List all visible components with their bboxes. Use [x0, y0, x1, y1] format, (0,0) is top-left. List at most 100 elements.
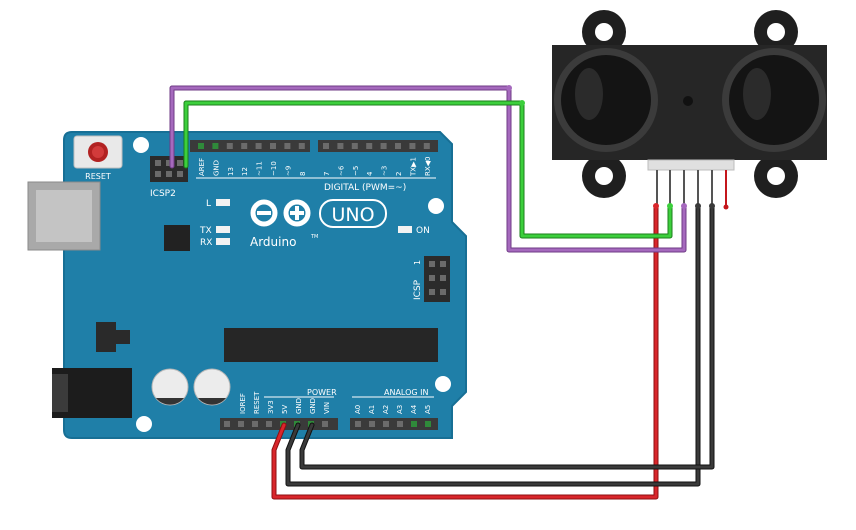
pin-label: ~3	[381, 166, 389, 176]
digital-header	[190, 140, 438, 152]
rx-led	[216, 238, 230, 245]
pin-hole	[337, 143, 344, 149]
distance-sensor	[552, 10, 827, 210]
power-pin-labels: IOREF RESET 3V3 5V GND GND VIN	[239, 391, 331, 414]
power-label: POWER	[307, 388, 337, 397]
icsp2-header	[150, 156, 188, 182]
uno-label: UNO	[331, 204, 374, 226]
pin-label: VIN	[323, 402, 331, 414]
pin-hole	[425, 421, 431, 427]
pin-label: RX◀0	[424, 157, 432, 177]
usb-connector	[27, 181, 101, 251]
arduino-trademark: TM	[310, 234, 318, 240]
pin-label: 8	[299, 172, 307, 176]
pin-label: 3V3	[267, 400, 275, 414]
pin-label: 4	[366, 171, 374, 176]
pin-label: ~5	[352, 166, 360, 176]
pin-hole	[266, 421, 272, 427]
pin-label: 12	[241, 167, 249, 176]
pin-hole	[270, 143, 276, 149]
pin-label: ~11	[256, 161, 264, 176]
pin-label: TX▶1	[409, 157, 417, 177]
pin-label: A3	[396, 405, 404, 414]
usb-chip	[164, 225, 190, 251]
pin-hole	[241, 143, 248, 149]
pin-label: 5V	[281, 405, 289, 414]
mounting-hole	[133, 137, 149, 153]
pin-label: GND	[295, 398, 303, 414]
l-led	[216, 199, 230, 206]
sensor-connector	[647, 159, 735, 171]
pin-label: A2	[382, 405, 390, 414]
tx-led	[216, 226, 230, 233]
pin-hole	[423, 143, 430, 149]
pin-hole	[226, 143, 233, 149]
mounting-hole	[435, 376, 451, 392]
sensor-pins	[656, 170, 729, 210]
pin-hole	[383, 421, 389, 427]
icsp-header	[424, 256, 450, 302]
pin-hole	[298, 143, 305, 149]
voltage-regulator	[96, 322, 130, 352]
reset-label: RESET	[85, 172, 111, 181]
icsp-pin-number: 1	[413, 260, 422, 265]
mounting-hole	[428, 198, 444, 214]
on-led-label: ON	[416, 226, 430, 236]
analog-label: ANALOG IN	[384, 388, 429, 397]
pin-label: GND	[309, 398, 317, 414]
digital-pin-labels: AREF GND 13 12 ~11 ~10 ~9 8 7 ~6 ~5 4 ~3 2 TX▶1 RX◀0	[198, 157, 432, 178]
wires	[169, 85, 715, 500]
capacitor	[151, 368, 189, 406]
tx-led-label: TX	[199, 226, 212, 236]
pin-hole	[238, 421, 244, 427]
pin-hole	[198, 143, 204, 149]
sensor-mount-left	[582, 10, 626, 198]
reset-button[interactable]	[73, 135, 123, 169]
l-led-label: L	[206, 199, 211, 209]
sensor-mount-right	[754, 10, 798, 198]
pin-label: ~6	[337, 165, 345, 176]
pin-hole	[380, 143, 387, 149]
pin-hole	[409, 143, 416, 149]
pin-label: A1	[368, 405, 376, 414]
analog-pin-holes	[355, 421, 431, 427]
pin-label: IOREF	[239, 393, 247, 414]
icsp2-label: ICSP2	[150, 189, 176, 199]
pin-hole	[351, 143, 358, 149]
pin-hole	[255, 143, 262, 149]
pin-label: A0	[354, 405, 362, 414]
pin-label: A4	[410, 404, 418, 414]
on-led	[398, 226, 412, 233]
icsp-label: ICSP	[413, 279, 423, 300]
pin-hole	[323, 143, 329, 149]
power-jack	[52, 368, 132, 418]
pin-hole	[355, 421, 361, 427]
analog-header	[350, 418, 438, 430]
pin-label: RESET	[253, 391, 261, 414]
pin-hole	[369, 421, 375, 427]
arduino-brand: Arduino	[250, 235, 296, 249]
sensor-lens-left	[554, 48, 658, 152]
pin-label: 7	[323, 172, 331, 176]
pin-label: GND	[212, 160, 220, 176]
pin-label: ~10	[270, 161, 278, 176]
pin-label: 2	[395, 172, 403, 176]
uno-badge	[319, 199, 387, 228]
pin-hole	[224, 421, 230, 427]
pin-hole	[411, 421, 417, 427]
power-header	[220, 418, 338, 430]
sensor-lens-right	[722, 48, 826, 152]
pin-hole	[397, 421, 403, 427]
pin-label: 13	[227, 167, 235, 176]
pin-label: ~9	[284, 166, 292, 176]
pin-hole	[252, 421, 258, 427]
arduino-logo	[250, 199, 311, 227]
pin-hole	[322, 421, 328, 427]
sensor-indicator	[683, 96, 693, 106]
digital-pin-holes	[198, 143, 430, 149]
pin-label: AREF	[198, 158, 206, 176]
capacitor	[193, 368, 231, 406]
